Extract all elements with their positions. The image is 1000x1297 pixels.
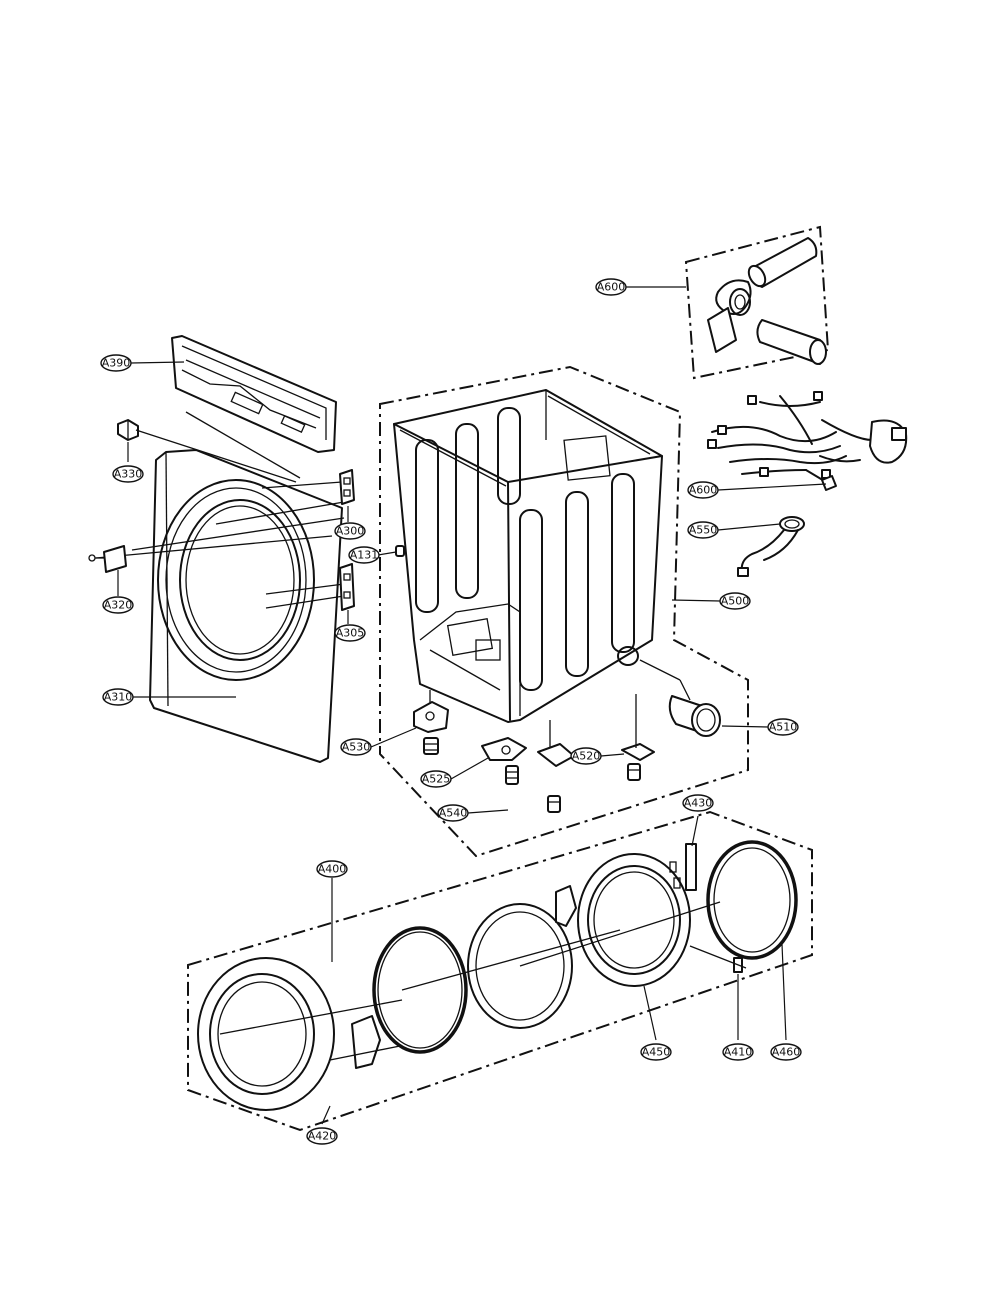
- door-latch: [88, 545, 127, 573]
- exhaust-duct-pipe: [639, 659, 721, 737]
- svg-text:A520: A520: [572, 750, 601, 763]
- svg-text:A330: A330: [114, 468, 143, 481]
- label-a400: A400: [316, 860, 348, 878]
- label-a520: A520: [570, 747, 602, 765]
- label-a300: A300: [334, 522, 366, 540]
- label-a530: A530: [340, 738, 372, 756]
- foot-bracket-front: [537, 743, 575, 767]
- lower-hinge: [339, 563, 355, 611]
- svg-text:A420: A420: [308, 1130, 337, 1143]
- leveling-foot-left: [423, 737, 439, 755]
- svg-text:A500: A500: [721, 595, 750, 608]
- label-a310: A310: [102, 688, 134, 706]
- svg-text:A510: A510: [769, 721, 798, 734]
- leveling-foot-middle: [505, 765, 519, 785]
- front-panel: [149, 449, 343, 763]
- svg-text:A300: A300: [336, 525, 365, 538]
- cabinet-group-boundary: [379, 365, 749, 858]
- svg-text:A525: A525: [422, 773, 451, 786]
- label-a600-exhaust: A600: [595, 278, 627, 296]
- label-a410: A410: [722, 1043, 754, 1061]
- label-a330: A330: [112, 465, 144, 483]
- door-hinge-plate: [555, 885, 577, 927]
- svg-text:A430: A430: [684, 797, 713, 810]
- door-handle: [351, 1015, 381, 1069]
- door-group-boundary: [187, 810, 813, 1132]
- door-outer-ring: [197, 957, 335, 1111]
- foot-bracket-right: [621, 743, 655, 761]
- label-a460: A460: [770, 1043, 802, 1061]
- label-a525: A525: [420, 770, 452, 788]
- svg-text:A600: A600: [597, 281, 626, 294]
- leader-lines: [117, 286, 827, 1125]
- label-a510: A510: [767, 718, 799, 736]
- foot-bracket-middle: [481, 737, 527, 761]
- svg-text:A450: A450: [642, 1046, 671, 1059]
- door-hinge-bracket: [669, 843, 697, 891]
- svg-text:A131: A131: [350, 549, 379, 562]
- assembly-guide-lines: [95, 411, 345, 609]
- wire-harness: [707, 391, 908, 491]
- label-a550: A550: [687, 521, 719, 539]
- label-a540: A540: [437, 804, 469, 822]
- label-a305: A305: [334, 624, 366, 642]
- svg-text:A530: A530: [342, 741, 371, 754]
- label-a320: A320: [102, 596, 134, 614]
- top-bracket-panel: [171, 335, 337, 453]
- svg-text:A390: A390: [102, 357, 131, 370]
- svg-text:A540: A540: [439, 807, 468, 820]
- cabinet-body: [393, 389, 663, 723]
- label-a420: A420: [306, 1127, 338, 1145]
- svg-text:A600: A600: [689, 484, 718, 497]
- exhaust-kit-group-boundary: [684, 225, 830, 380]
- label-a430: A430: [682, 794, 714, 812]
- door-seal-ring: [706, 840, 798, 960]
- svg-text:A400: A400: [318, 863, 347, 876]
- leveling-foot-front: [547, 795, 561, 813]
- door-inner-frame: [577, 853, 691, 987]
- exhaust-duct-kit: [707, 237, 827, 365]
- label-a390: A390: [100, 354, 132, 372]
- power-cord: [737, 516, 805, 577]
- door-axis-lines: [219, 901, 747, 1061]
- small-pin: [395, 545, 405, 557]
- svg-text:A305: A305: [336, 627, 365, 640]
- svg-text:A320: A320: [104, 599, 133, 612]
- foot-bracket-left: [413, 701, 449, 733]
- svg-text:A550: A550: [689, 524, 718, 537]
- label-a131: A131: [348, 546, 380, 564]
- leveling-foot-right: [627, 763, 641, 781]
- label-a500: A500: [719, 592, 751, 610]
- svg-text:A460: A460: [772, 1046, 801, 1059]
- upper-hinge: [339, 469, 355, 505]
- label-a600-harness: A600: [687, 481, 719, 499]
- door-glass-gasket: [372, 926, 468, 1054]
- svg-text:A310: A310: [104, 691, 133, 704]
- svg-text:A410: A410: [724, 1046, 753, 1059]
- label-a450: A450: [640, 1043, 672, 1061]
- small-clip-part: [117, 419, 139, 441]
